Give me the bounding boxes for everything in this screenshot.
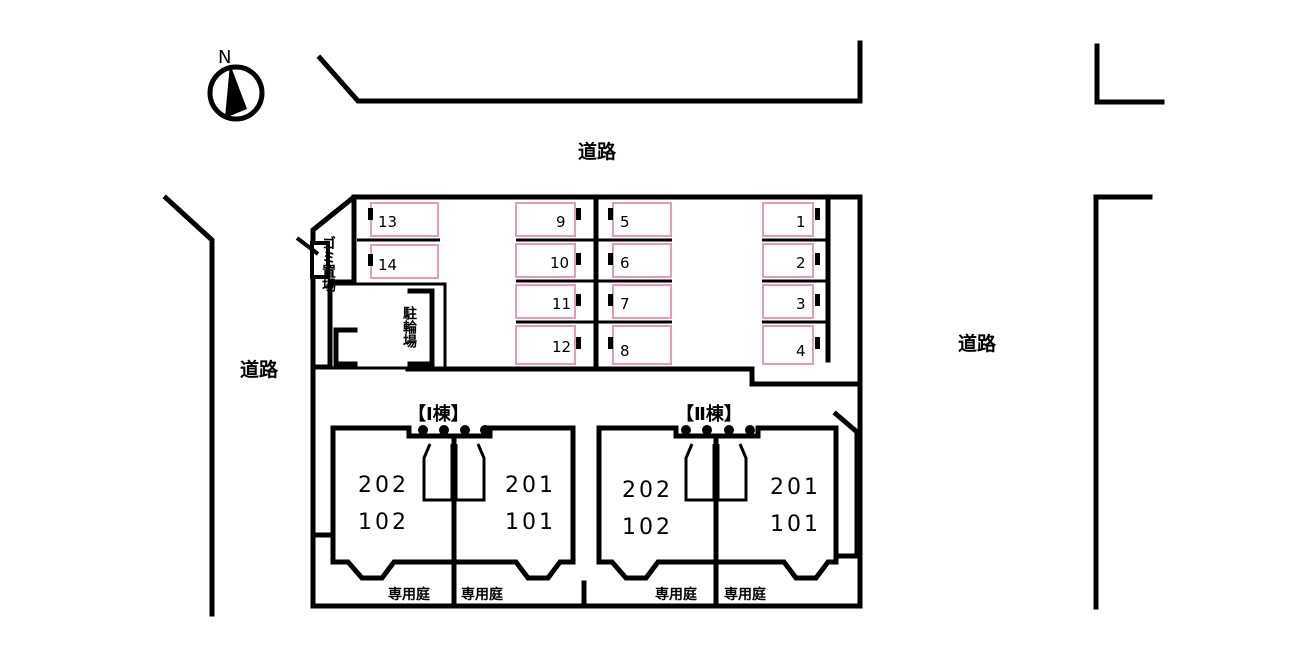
parking-slot: 9	[515, 202, 581, 237]
parking-slot: 8	[608, 325, 672, 365]
unit-number: 201	[770, 475, 821, 500]
parking-slot-number: 12	[552, 338, 571, 356]
road-label-north: 道路	[578, 140, 617, 163]
garden-label: 専用庭	[461, 586, 504, 603]
building-label: 【Ⅱ棟】	[676, 403, 742, 425]
unit-number: 102	[358, 510, 409, 535]
parking-slot-number: 10	[550, 254, 569, 272]
garden-label: 専用庭	[724, 586, 767, 603]
road-lines	[162, 40, 1165, 617]
unit-number: 101	[770, 512, 821, 537]
building-label: 【Ⅰ棟】	[408, 403, 469, 425]
garden-label: 専用庭	[388, 586, 431, 603]
building-1: 【Ⅰ棟】 202 102 201 101 専用庭 専用庭	[330, 403, 576, 609]
compass-label: N	[218, 47, 231, 68]
lamp-icons	[681, 425, 755, 435]
compass-icon: N	[207, 47, 265, 122]
parking-slot: 3	[762, 284, 820, 319]
parking-slot-number: 11	[552, 295, 571, 313]
unit-number: 202	[358, 473, 409, 498]
parking-slot: 7	[608, 284, 672, 319]
parking-slot-number: 4	[796, 342, 806, 360]
lamp-icons	[418, 425, 490, 435]
parking-slot: 5	[608, 202, 672, 237]
road-label-east: 道路	[958, 332, 997, 355]
parking-slot-number: 8	[620, 342, 630, 360]
building-2: 【Ⅱ棟】 202 102 201 101 専用庭 専用庭	[596, 403, 860, 609]
parking-slot-number: 9	[556, 213, 566, 231]
parking-slot: 10	[515, 243, 581, 278]
parking-dividers	[357, 197, 831, 371]
parking-slots: 13 14 9 10 11 12 5	[368, 202, 820, 365]
parking-slot-number: 6	[620, 254, 630, 272]
parking-slot: 2	[762, 243, 820, 278]
parking-slot: 13	[368, 202, 439, 237]
parking-slot-number: 3	[796, 295, 806, 313]
parking-slot: 6	[608, 243, 672, 278]
parking-slot-number: 14	[378, 256, 397, 274]
parking-slot-number: 2	[796, 254, 806, 272]
bike-label-text: 駐輪場	[375, 305, 417, 349]
parking-slot-number: 7	[620, 295, 630, 313]
unit-number: 102	[622, 515, 673, 540]
garbage-area	[295, 236, 330, 279]
site-boundary	[310, 194, 863, 609]
unit-number: 202	[622, 478, 673, 503]
parking-slot-number: 13	[378, 213, 397, 231]
bike-parking	[328, 282, 447, 370]
garden-label: 専用庭	[655, 586, 698, 603]
unit-number: 101	[505, 510, 556, 535]
parking-slot: 12	[515, 325, 581, 365]
parking-slot: 11	[515, 284, 581, 319]
parking-slot: 1	[762, 202, 820, 237]
bike-label: 駐輪場	[375, 305, 417, 349]
road-label-west: 道路	[240, 358, 279, 381]
unit-number: 201	[505, 473, 556, 498]
parking-slot-number: 5	[620, 213, 630, 231]
parking-slot: 14	[368, 244, 439, 279]
parking-slot: 4	[762, 325, 820, 365]
parking-slot-number: 1	[796, 213, 806, 231]
